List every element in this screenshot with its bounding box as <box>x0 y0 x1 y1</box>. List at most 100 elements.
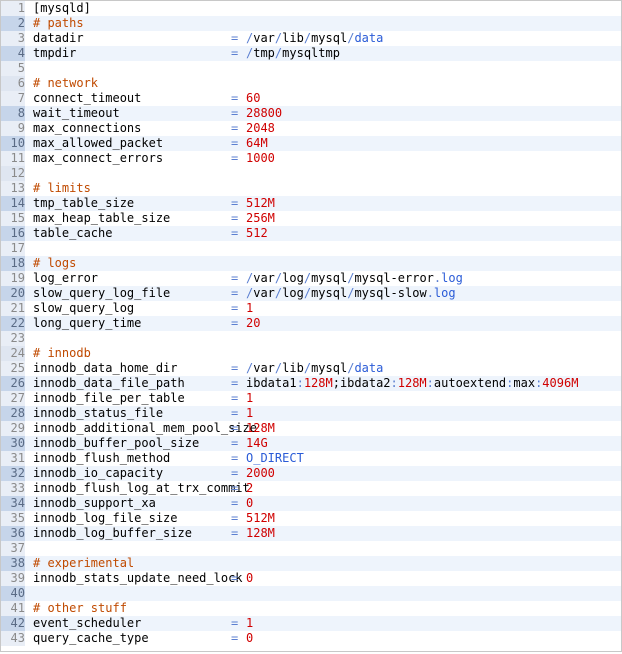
value-token: 128M <box>246 526 275 540</box>
value-token: : <box>506 376 514 390</box>
equals-sign: = <box>231 271 239 285</box>
line-number: 39 <box>1 571 25 586</box>
line-number: 33 <box>1 481 25 496</box>
value-token: / <box>347 361 355 375</box>
config-key: innodb_flush_method <box>33 451 171 465</box>
value-token: 60 <box>246 91 261 105</box>
value-token: / <box>246 361 254 375</box>
config-value: 60 <box>246 91 260 106</box>
value-token: / <box>274 31 283 45</box>
value-token: 256M <box>246 211 275 225</box>
equals-sign: = <box>231 121 239 135</box>
code-line[interactable]: 18# logs <box>1 256 621 271</box>
config-key: innodb_data_home_dir <box>33 361 178 375</box>
equals-sign: = <box>231 286 239 300</box>
value-token: / <box>274 271 283 285</box>
value-token: mysql <box>311 361 348 375</box>
value-token: 0 <box>246 631 254 645</box>
config-value: 512 <box>246 226 268 241</box>
config-key: innodb_io_capacity <box>33 466 164 480</box>
value-token: : <box>296 376 304 390</box>
code-line[interactable]: 12 <box>1 166 621 181</box>
code-line[interactable]: 40 <box>1 586 621 601</box>
value-token: 1 <box>246 301 254 315</box>
code-line[interactable]: 24# innodb <box>1 346 621 361</box>
value-token: var <box>253 271 275 285</box>
value-token: var <box>253 31 275 45</box>
equals-sign: = <box>231 436 239 450</box>
code-line[interactable]: 5 <box>1 61 621 76</box>
line-number: 31 <box>1 451 25 466</box>
code-line[interactable]: 17 <box>1 241 621 256</box>
value-token: tmp <box>253 46 275 60</box>
config-value: O_DIRECT <box>246 451 304 466</box>
line-number: 11 <box>1 151 25 166</box>
code-line[interactable]: 23 <box>1 331 621 346</box>
line-number: 18 <box>1 256 25 271</box>
config-value: ibdata1:128M;ibdata2:128M:autoextend:max… <box>246 376 578 391</box>
config-key: slow_query_log_file <box>33 286 171 300</box>
equals-sign: = <box>231 211 239 225</box>
code-line[interactable]: 2# paths <box>1 16 621 31</box>
line-number: 35 <box>1 511 25 526</box>
config-value: 14G <box>246 436 268 451</box>
code-line[interactable]: 38# experimental <box>1 556 621 571</box>
value-token: 0 <box>246 571 254 585</box>
config-key: innodb_status_file <box>33 406 164 420</box>
value-token: / <box>303 286 312 300</box>
code-line[interactable]: 1[mysqld] <box>1 1 621 16</box>
line-number: 27 <box>1 391 25 406</box>
value-token: / <box>246 271 254 285</box>
config-key: max_heap_table_size <box>33 211 171 225</box>
config-value: 2 <box>246 481 253 496</box>
value-token: 64M <box>246 136 268 150</box>
code-line[interactable]: 6# network <box>1 76 621 91</box>
value-token: mysql <box>311 31 348 45</box>
code-line[interactable]: 41# other stuff <box>1 601 621 616</box>
value-token: mysql <box>311 286 348 300</box>
value-token: 1 <box>246 406 254 420</box>
value-token: 2 <box>246 481 254 495</box>
config-key: innodb_buffer_pool_size <box>33 436 200 450</box>
code-line[interactable]: 37 <box>1 541 621 556</box>
value-token: / <box>246 31 254 45</box>
value-token: mysql-slow <box>354 286 427 300</box>
line-number: 2 <box>1 16 25 31</box>
line-number: 42 <box>1 616 25 631</box>
line-number: 21 <box>1 301 25 316</box>
value-token: / <box>274 361 283 375</box>
config-key: connect_timeout <box>33 91 142 105</box>
equals-sign: = <box>231 406 239 420</box>
code-line[interactable]: 13# limits <box>1 181 621 196</box>
